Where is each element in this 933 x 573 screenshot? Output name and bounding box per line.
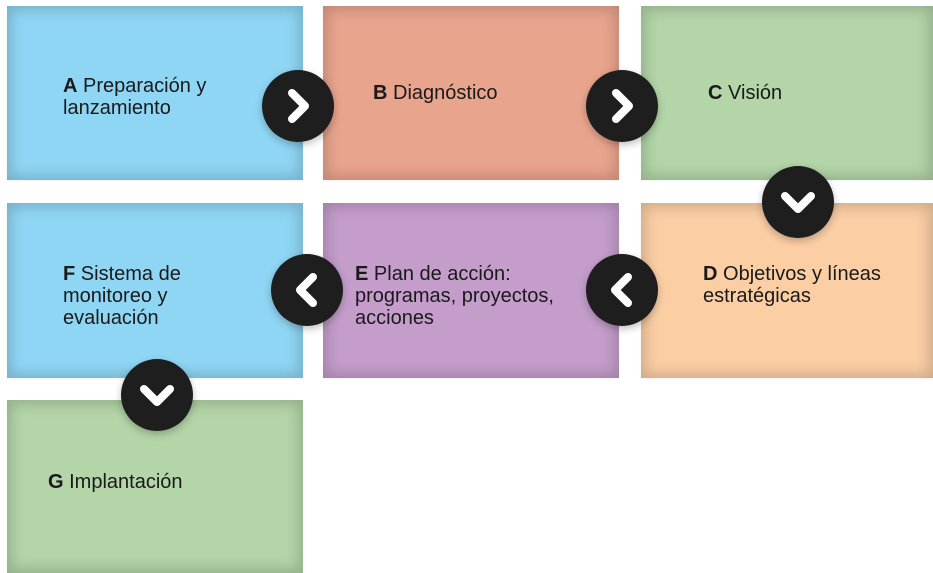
step-f-label-line-2: monitoreo y [63,285,168,307]
chevron-down-icon [762,166,834,238]
step-b-text: B Diagnóstico [373,82,498,104]
step-c-label-line-1: Visión [728,82,783,104]
step-a-label-line-1: Preparación y [83,75,207,97]
step-b-box: B Diagnóstico [323,6,619,180]
step-f-label-line-1: Sistema de [80,263,181,285]
step-d-label-line-2: estratégicas [703,285,811,307]
step-a-box: A Preparación y lanzamiento [7,6,303,180]
step-b-letter: B [373,82,388,104]
step-e-text: E Plan de acción: programas, proyectos, … [355,263,554,329]
chevron-right-icon [262,70,334,142]
step-e-label-line-1: Plan de acción: [373,263,511,285]
step-b-label-line-1: Diagnóstico [393,82,498,104]
step-f-label-line-3: evaluación [63,307,159,329]
step-d-text: D Objetivos y líneas estratégicas [703,263,881,307]
step-g-letter: G [48,471,64,493]
step-g-label-line-1: Implantación [69,471,183,493]
step-e-label-line-2: programas, proyectos, [355,285,554,307]
step-g-text: G Implantación [48,471,183,493]
step-a-text: A Preparación y lanzamiento [63,75,206,119]
step-a-letter: A [63,75,78,97]
step-c-text: C Visión [708,82,782,104]
step-a-label-line-2: lanzamiento [63,97,171,119]
step-c-box: C Visión [641,6,933,180]
step-f-box: F Sistema de monitoreo y evaluación [7,203,303,378]
step-c-letter: C [708,82,723,104]
step-e-label-line-3: acciones [355,307,434,329]
step-f-letter: F [63,263,76,285]
chevron-left-icon [271,254,343,326]
chevron-left-icon [586,254,658,326]
chevron-down-icon [121,359,193,431]
step-e-box: E Plan de acción: programas, proyectos, … [323,203,619,378]
step-d-label-line-1: Objetivos y líneas [723,263,881,285]
step-e-letter: E [355,263,369,285]
step-d-letter: D [703,263,718,285]
chevron-right-icon [586,70,658,142]
step-f-text: F Sistema de monitoreo y evaluación [63,263,181,329]
